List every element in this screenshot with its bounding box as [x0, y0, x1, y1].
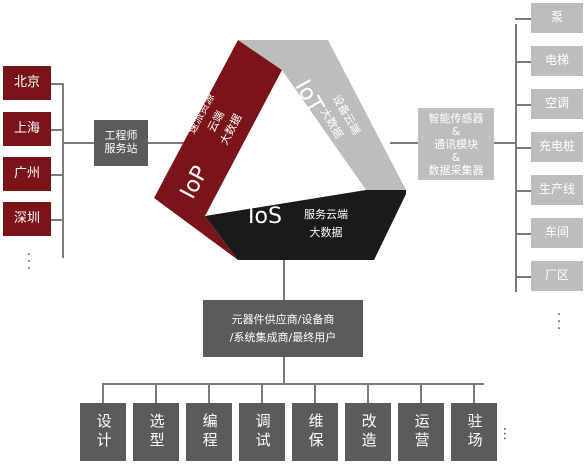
- service-connector: [420, 383, 422, 403]
- station-to-triangle: [148, 142, 184, 144]
- suppliers-to-services: [283, 357, 285, 384]
- iop-segment: [154, 40, 282, 260]
- device-more-dots: ···: [556, 307, 562, 337]
- device-connector: [515, 147, 531, 149]
- service-connector: [473, 383, 475, 403]
- ios-segment: [205, 190, 406, 260]
- device-connector: [515, 104, 531, 106]
- city-connector: [51, 83, 63, 85]
- triangle-diagram: [154, 40, 406, 260]
- ios-line-2: 大数据: [309, 226, 343, 239]
- device-connector: [515, 61, 531, 63]
- sensors-line-5: 数据采集器: [428, 163, 484, 177]
- sensors-line-1: 智能传感器: [428, 111, 484, 125]
- service-connector: [208, 383, 210, 403]
- engineer-station-box: 工程师 服务站: [94, 120, 148, 166]
- device-connector: [515, 18, 531, 20]
- device-box: 电梯: [531, 46, 583, 76]
- service-box: 运营: [398, 403, 444, 461]
- city-box: 广州: [3, 157, 51, 191]
- ios-text: 服务云端 大数据: [286, 206, 366, 242]
- service-box: 改造: [345, 403, 391, 461]
- device-box: 空调: [531, 89, 583, 119]
- city-connector: [51, 219, 63, 221]
- sensors-box: 智能传感器 & 通讯模块 & 数据采集器: [418, 108, 494, 180]
- sensors-line-2: &: [451, 124, 461, 138]
- service-box: 调试: [239, 403, 285, 461]
- sensors-line-3: 通讯模块: [434, 137, 478, 151]
- iot-segment: [238, 40, 406, 190]
- services-more-dots: ⋮: [498, 426, 512, 442]
- service-box: 维保: [292, 403, 338, 461]
- triangle-to-sensors: [390, 142, 418, 144]
- services-bracket: [104, 383, 484, 385]
- ios-title: IoS: [248, 204, 282, 229]
- city-box: 上海: [3, 112, 51, 146]
- device-box: 厂区: [531, 261, 583, 291]
- city-connector: [51, 129, 63, 131]
- device-connector: [515, 190, 531, 192]
- device-bracket: [515, 24, 517, 292]
- suppliers-box: 元器件供应商/设备商 /系统集成商/最终用户: [203, 300, 363, 357]
- device-box: 泵: [531, 3, 583, 33]
- device-connector: [515, 233, 531, 235]
- city-bracket: [62, 83, 64, 258]
- sensors-line-4: &: [451, 150, 461, 164]
- service-box: 选型: [133, 403, 179, 461]
- device-box: 车间: [531, 218, 583, 248]
- service-connector: [155, 383, 157, 403]
- service-box: 设计: [80, 403, 126, 461]
- city-to-station: [62, 142, 95, 144]
- city-box: 深圳: [3, 202, 51, 236]
- ios-line-1: 服务云端: [304, 208, 348, 221]
- city-more-dots: ···: [26, 247, 32, 277]
- service-box: 驻场: [451, 403, 497, 461]
- service-box: 编程: [186, 403, 232, 461]
- service-connector: [367, 383, 369, 403]
- suppliers-line-2: /系统集成商/最终用户: [229, 330, 337, 344]
- device-box: 生产线: [531, 175, 583, 205]
- city-connector: [51, 174, 63, 176]
- city-box: 北京: [3, 66, 51, 100]
- device-box: 充电桩: [531, 132, 583, 162]
- service-connector: [261, 383, 263, 403]
- triangle-to-suppliers: [283, 256, 285, 300]
- suppliers-line-1: 元器件供应商/设备商: [231, 312, 335, 326]
- device-connector: [515, 276, 531, 278]
- sensors-to-devices: [493, 142, 515, 144]
- service-connector: [314, 383, 316, 403]
- service-connector: [102, 383, 104, 403]
